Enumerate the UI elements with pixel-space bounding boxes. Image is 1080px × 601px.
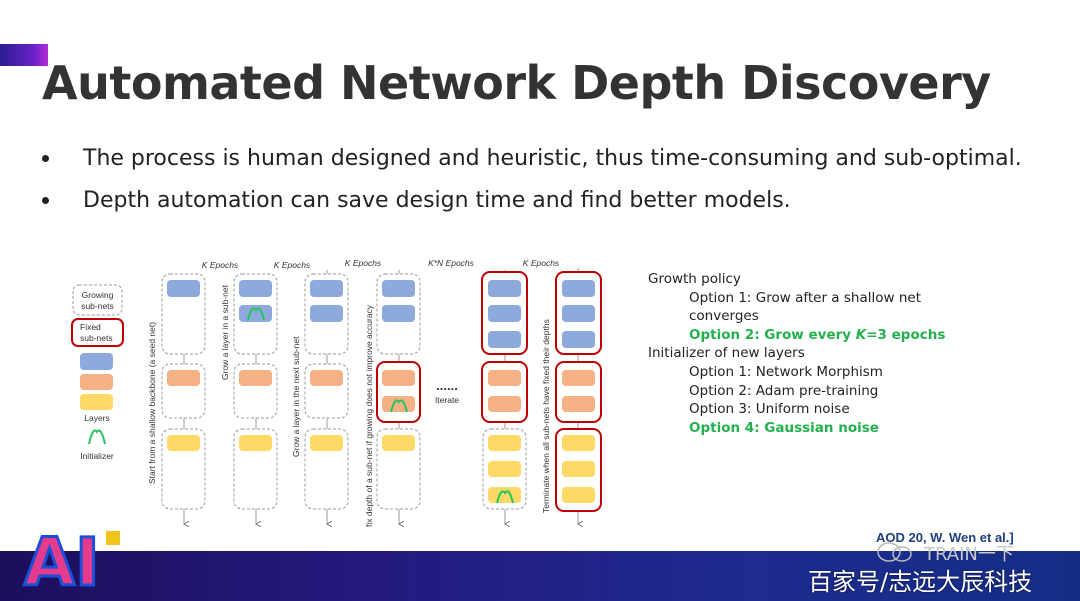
legend-fixed-label: Fixed [80, 322, 101, 332]
stage-column [233, 273, 278, 524]
initializer-option: Option 2: Adam pre-training [689, 382, 879, 399]
growth-policy-heading: Growth policy [648, 271, 741, 287]
layer-block-blue [562, 305, 595, 322]
initializer-icon [247, 307, 265, 321]
legend-growing-label-2: sub-nets [81, 301, 114, 311]
initializer-option: Option 1: Network Morphism [689, 363, 883, 380]
step-label: Grow a layer in a sub-net [220, 284, 230, 380]
step-label: fix depth of a sub-net if growing does n… [364, 304, 374, 527]
stage-column [161, 273, 206, 524]
title-accent-bar [0, 44, 48, 66]
layer-block-blue [310, 280, 343, 297]
growth-option-2-k: K [855, 326, 867, 343]
bullet-text: The process is human designed and heuris… [83, 146, 1022, 171]
watermark-top: TRAIN一下 [924, 544, 1014, 565]
layer-block-blue [488, 280, 521, 297]
stage-column [481, 270, 528, 524]
citation: AOD 20, W. Wen et al.] [876, 530, 1014, 545]
layer-block-yellow [488, 487, 521, 503]
layer-block-yellow [167, 435, 200, 451]
epoch-label: K Epochs [274, 260, 311, 270]
initializer-heading: Initializer of new layers [648, 345, 805, 362]
slide-title: Automated Network Depth Discovery [42, 56, 991, 110]
layer-block-orange [310, 370, 343, 386]
layer-block-blue [239, 280, 272, 297]
bullet-item: Depth automation can save design time an… [38, 185, 1022, 227]
layer-block-blue [562, 280, 595, 297]
wechat-watermark-icon [877, 542, 912, 562]
stage-column [376, 270, 421, 524]
iterate-label: Iterate [435, 395, 459, 405]
ai-logo: AI [23, 523, 120, 595]
epoch-label: K*N Epochs [428, 258, 475, 268]
growth-option-2-prefix: Option 2: Grow every [689, 326, 856, 343]
legend-initializer-label: Initializer [80, 451, 114, 461]
layer-block-blue [488, 305, 521, 322]
layer-block-blue [562, 331, 595, 348]
layer-block-orange [382, 396, 415, 412]
initializer-icon [390, 399, 408, 413]
layer-block-blue [167, 280, 200, 297]
layer-block-yellow [488, 461, 521, 477]
legend-layers-label: Layers [84, 413, 110, 423]
bullet-item: The process is human designed and heuris… [38, 143, 1022, 185]
growth-policy-panel: Growth policy Option 1: Grow after a sha… [648, 270, 945, 437]
legend-growing-label: Growing [82, 290, 114, 300]
layer-block-yellow [382, 435, 415, 451]
growth-option-1: Option 1: Grow after a shallow net [689, 289, 921, 306]
bullet-list: The process is human designed and heuris… [38, 143, 1022, 227]
layer-block-blue [382, 305, 415, 322]
layer-block-yellow [488, 435, 521, 451]
initializer-icon [496, 490, 514, 504]
growth-option-1-continued: converges [689, 308, 759, 325]
iterate-dots: ...... [436, 378, 458, 393]
layer-block-yellow [310, 435, 343, 451]
step-label: Start from a shallow backbone (a seed ne… [147, 322, 157, 484]
layer-block-orange [239, 370, 272, 386]
legend-initializer-icon [88, 429, 106, 445]
layer-block-blue [488, 331, 521, 348]
initializer-option: Option 3: Uniform noise [689, 401, 850, 418]
epoch-label: K Epochs [523, 258, 560, 268]
ai-logo-text: AI [24, 524, 100, 595]
layer-block-orange [382, 370, 415, 386]
layer-block-blue [382, 280, 415, 297]
layer-block-orange [562, 370, 595, 386]
legend-fixed-box [71, 318, 124, 347]
ai-logo-accent [106, 531, 120, 545]
bullet-dot-icon [42, 197, 49, 204]
growth-option-2-suffix: =3 epochs [866, 326, 946, 343]
layer-block-yellow [562, 487, 595, 503]
initializer-option-4: Option 4: Gaussian noise [689, 419, 879, 436]
stage-column [555, 268, 602, 524]
layer-block-yellow [562, 461, 595, 477]
layer-block-yellow [562, 435, 595, 451]
watermark-bottom: 百家号/志远大辰科技 [808, 568, 1033, 596]
layer-block-yellow [239, 435, 272, 451]
legend-layer-blue [80, 353, 113, 370]
legend: Growing sub-nets Fixed sub-nets Layers I… [71, 284, 124, 461]
footer-band [0, 551, 1080, 601]
stage-column [304, 270, 349, 524]
step-label: Terminate when all sub-nets have fixed t… [541, 319, 551, 513]
growth-option-2: Option 2: Grow every K=3 epochs [648, 326, 945, 345]
layer-block-orange [167, 370, 200, 386]
layer-block-orange [562, 396, 595, 412]
layer-block-orange [488, 396, 521, 412]
legend-layer-yellow [80, 394, 113, 410]
layer-block-orange [488, 370, 521, 386]
epoch-label: K Epochs [345, 258, 382, 268]
layer-block-blue [239, 305, 272, 322]
step-label: Grow a layer in the next sub-net [291, 336, 301, 457]
bullet-dot-icon [42, 155, 49, 162]
legend-fixed-label-2: sub-nets [80, 333, 113, 343]
bullet-text: Depth automation can save design time an… [83, 188, 791, 213]
layer-block-blue [310, 305, 343, 322]
legend-growing-box [72, 284, 123, 316]
legend-layer-orange [80, 374, 113, 390]
epoch-label: K Epochs [202, 260, 239, 270]
